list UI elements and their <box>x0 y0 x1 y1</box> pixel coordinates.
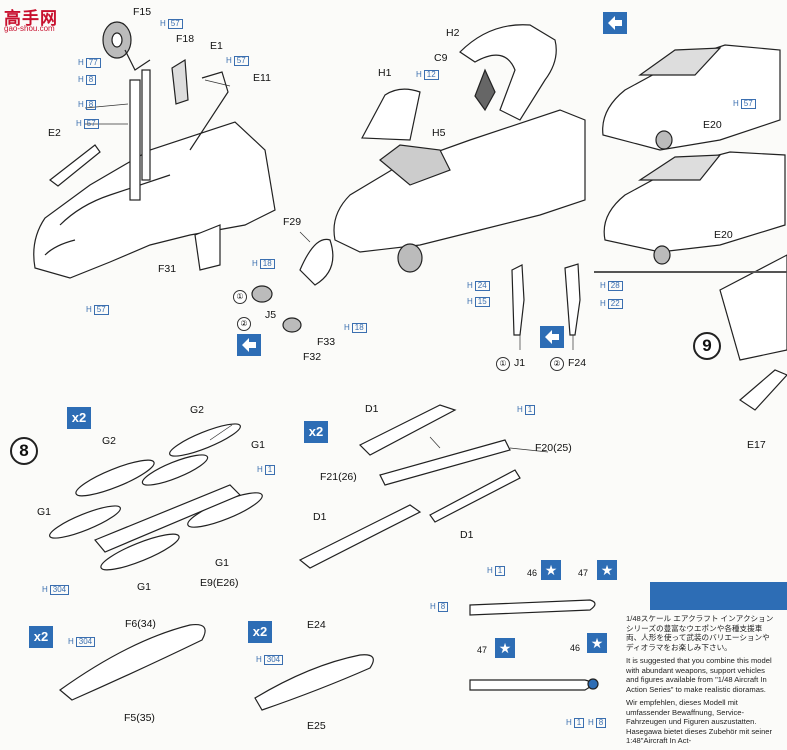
watermark-title: 高手网 <box>4 9 58 28</box>
part-label-e24: E24 <box>307 619 326 631</box>
info-english: It is suggested that you combine this mo… <box>626 656 772 694</box>
part-label-j1: J1 <box>514 357 526 369</box>
part-label-g2-left: G2 <box>102 435 117 447</box>
circled-number: ① <box>233 290 247 304</box>
part-label-e1: E1 <box>210 40 223 52</box>
part-label-j5: J5 <box>265 309 277 321</box>
part-label-f32: F32 <box>303 351 322 363</box>
part-label-e25: E25 <box>307 720 326 732</box>
quantity-badge: x2 <box>248 621 272 643</box>
canopy-h1 <box>361 88 421 141</box>
decal-number: 46 <box>570 643 581 653</box>
part-label-e2: E2 <box>48 127 61 139</box>
star-insignia-icon: ★ <box>597 560 617 580</box>
part-label-h5: H5 <box>432 127 446 139</box>
gear-strut <box>129 79 141 201</box>
part-label-d1-left: D1 <box>313 511 327 523</box>
decal-number: 47 <box>578 568 589 578</box>
decal-number: 46 <box>527 568 538 578</box>
part-label-e20-bottom: E20 <box>714 229 733 241</box>
star-insignia-icon: ★ <box>541 560 561 580</box>
info-body: 1/48スケール エアクラフト インアクションシリーズの豊富なウエポンや各種支援… <box>626 614 776 750</box>
part-label-f24: F24 <box>568 357 587 369</box>
quantity-badge: x2 <box>67 407 91 429</box>
part-label-f33: F33 <box>317 336 336 348</box>
part-label-f20: F20(25) <box>535 442 572 454</box>
step-number-9: 9 <box>693 332 721 360</box>
part-label-d1-right: D1 <box>460 529 474 541</box>
center-fuselage <box>333 109 586 253</box>
part-label-e17: E17 <box>747 439 766 451</box>
part-label-f29: F29 <box>283 216 302 228</box>
part-label-g2-top: G2 <box>190 404 205 416</box>
star-insignia-icon: ★ <box>587 633 607 653</box>
fuel-tank-f6 <box>59 623 206 701</box>
info-german: Wir empfehlen, dieses Modell mit umfasse… <box>626 698 773 745</box>
part-label-e11: E11 <box>253 72 271 84</box>
part-label-e20-top: E20 <box>703 119 722 131</box>
circled-number: ① <box>496 357 510 371</box>
part-label-g1-right: G1 <box>251 439 266 451</box>
part-label-f31: F31 <box>158 263 177 275</box>
circled-number: ② <box>550 357 564 371</box>
quantity-badge: x2 <box>304 421 328 443</box>
quantity-badge: x2 <box>29 626 53 648</box>
fuel-tank-e24 <box>254 654 374 711</box>
part-label-f5: F5(35) <box>124 712 155 724</box>
part-label-h2: H2 <box>446 27 460 39</box>
nose-fuselage-left <box>33 121 276 279</box>
part-label-g1-bottom: G1 <box>137 581 152 593</box>
part-label-f15: F15 <box>133 6 152 18</box>
part-label-d1-top: D1 <box>365 403 379 415</box>
info-header <box>650 582 787 610</box>
view-arrow-icon <box>540 326 564 348</box>
info-japanese: 1/48スケール エアクラフト インアクションシリーズの豊富なウエポンや各種支援… <box>626 614 774 652</box>
view-arrow-icon <box>237 334 261 356</box>
step-number-8: 8 <box>10 437 38 465</box>
decal-number: 47 <box>477 645 488 655</box>
part-label-g1-left: G1 <box>37 506 52 518</box>
part-label-e9: E9(E26) <box>200 577 239 589</box>
circled-number: ② <box>237 317 251 331</box>
view-arrow-icon <box>603 12 627 34</box>
part-label-f21: F21(26) <box>320 471 357 483</box>
part-label-h1: H1 <box>378 67 392 79</box>
canopy-h2 <box>459 24 557 121</box>
part-label-c9: C9 <box>434 52 448 64</box>
star-insignia-icon: ★ <box>495 638 515 658</box>
part-label-f18: F18 <box>176 33 195 45</box>
part-label-f6: F6(34) <box>125 618 156 630</box>
info-textbox: 1/48スケール エアクラフト インアクションシリーズの豊富なウエポンや各種支援… <box>626 582 787 750</box>
main-wheel <box>397 243 423 273</box>
watermark-subtitle: gao-shou.com <box>4 24 55 33</box>
part-label-g1-bottom-right: G1 <box>215 557 230 569</box>
